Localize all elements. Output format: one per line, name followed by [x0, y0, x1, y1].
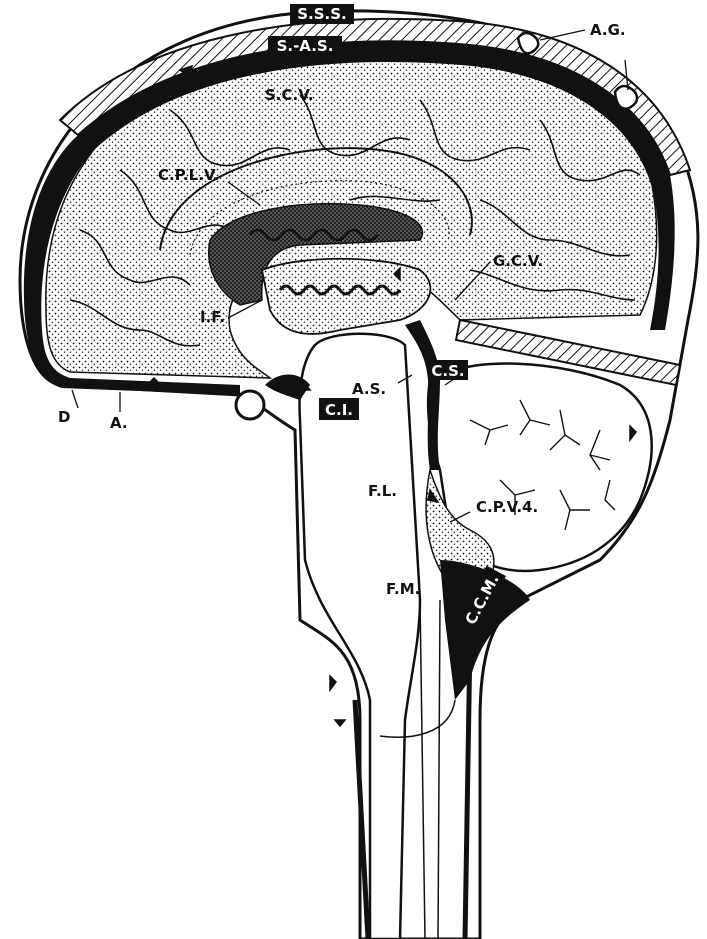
label-ci: C.I.	[325, 401, 353, 419]
label-cpv4: C.P.V.4.	[476, 498, 538, 516]
label-cs-box: C.S.	[428, 360, 468, 380]
label-ci-box: C.I.	[319, 398, 359, 420]
label-cs: C.S.	[431, 362, 464, 380]
label-a: A.	[110, 414, 128, 432]
label-cplv: C.P.L.V.	[158, 166, 219, 184]
label-scv: S.C.V.	[265, 86, 314, 104]
label-ag: A.G.	[590, 21, 626, 39]
label-sss-box: S.S.S.	[290, 4, 354, 24]
label-sas: S.-A.S.	[277, 37, 334, 55]
label-d: D	[58, 408, 70, 426]
label-fl: F.L.	[368, 482, 397, 500]
label-fm: F.M.	[386, 580, 420, 598]
pituitary	[236, 391, 264, 419]
label-as: A.S.	[352, 380, 386, 398]
label-if: I.F.	[200, 308, 225, 326]
label-sas-box: S.-A.S.	[268, 36, 342, 56]
label-gcv: G.C.V.	[493, 252, 543, 270]
label-sss: S.S.S.	[297, 5, 347, 23]
